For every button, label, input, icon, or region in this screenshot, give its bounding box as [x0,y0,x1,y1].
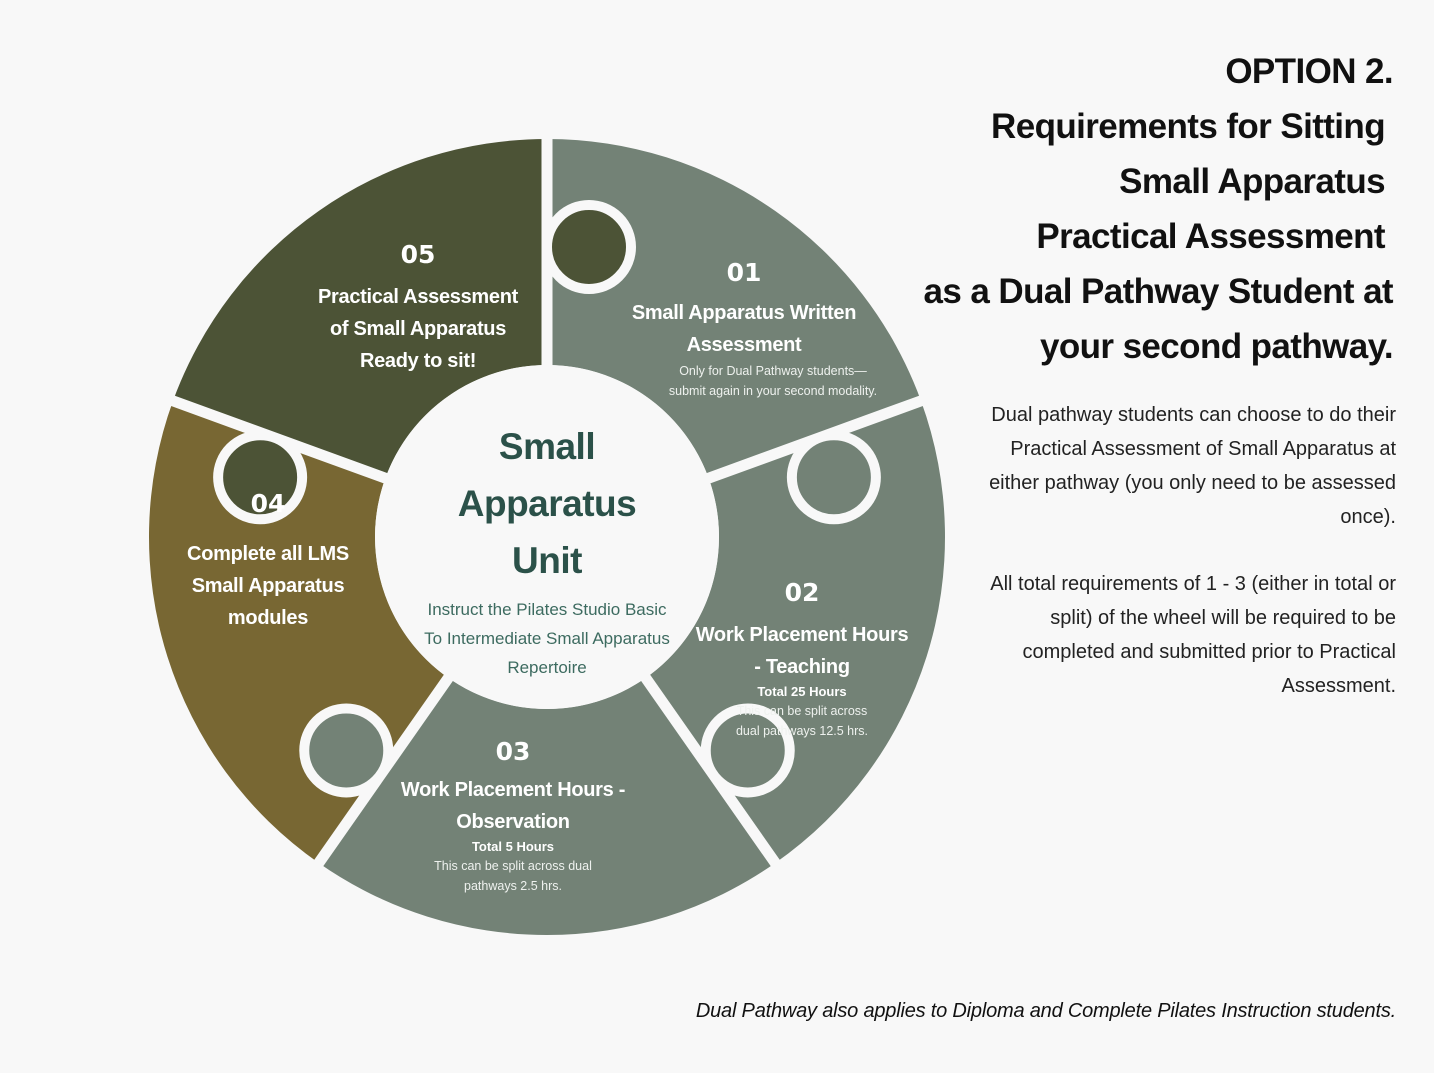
segment-title: Work Placement Hours - [400,779,626,801]
segment-note: This can be split across [736,704,868,718]
segment-note: This can be split across dual [434,859,592,873]
info-paragraph-1: Dual pathway students can choose to do t… [989,404,1396,528]
segment-number: 04 [250,489,286,518]
segment-title: - Teaching [754,656,850,678]
puzzle-knob [700,703,795,798]
segment-number: 05 [400,240,436,269]
heading-line: Practical Assessment [1036,217,1385,256]
segment-01-shape [547,139,921,479]
heading-line: Requirements for Sitting [991,107,1386,146]
segment-title: Work Placement Hours [695,624,909,646]
segment-title: Observation [456,811,570,833]
segment-title: Assessment [686,334,802,356]
segment-title: Practical Assessment [317,286,519,308]
center-circle [375,365,719,709]
puzzle-knob [542,200,636,294]
center-title: Unit [512,540,582,581]
heading-line: your second pathway. [1040,327,1394,366]
segment-03-label: 03 Work Placement Hours - Observation To… [383,737,643,896]
segment-05-label: 05 Practical Assessment of Small Apparat… [298,240,538,377]
segment-03-shape [318,677,776,935]
heading-line: OPTION 2. [1225,52,1393,91]
footnote: Dual Pathway also applies to Diploma and… [695,1000,1396,1022]
center-title: Apparatus [457,483,637,524]
segment-title: of Small Apparatus [329,318,507,340]
puzzle-knob [299,703,394,798]
page-heading: OPTION 2. Requirements for Sitting Small… [923,44,1394,374]
segment-02-label: 02 Work Placement Hours - Teaching Total… [672,578,932,741]
segment-number: 02 [784,578,820,607]
segment-title: Ready to sit! [359,350,477,372]
segment-title: Small Apparatus Written [631,302,857,324]
segment-title: modules [227,607,309,629]
puzzle-knob [786,430,881,525]
segment-note: submit again in your second modality. [668,384,878,398]
center-label: Small Apparatus Unit Instruct the Pilate… [412,418,682,682]
center-subtitle: Instruct the Pilates Studio Basic [427,600,667,619]
segment-title: Small Apparatus [191,575,345,597]
center-title: Small [498,426,596,467]
segment-number: 01 [726,258,762,287]
segment-note: Only for Dual Pathway students— [679,364,867,378]
segment-05-shape [173,139,548,479]
segment-subtitle: Total 25 Hours [757,684,847,699]
heading-line: as a Dual Pathway Student at [923,272,1394,311]
segment-note: dual pathways 12.5 hrs. [735,724,869,738]
center-subtitle: Repertoire [507,658,587,677]
segment-04-label: 04 Complete all LMS Small Apparatus modu… [158,489,378,634]
center-subtitle: To Intermediate Small Apparatus [424,629,670,648]
segment-title: Complete all LMS [187,543,349,565]
heading-line: Small Apparatus [1119,162,1385,201]
info-paragraph-2: All total requirements of 1 - 3 (either … [990,573,1396,697]
segment-subtitle: Total 5 Hours [471,839,555,854]
segment-note: pathways 2.5 hrs. [464,879,562,893]
puzzle-knob [213,430,308,525]
segment-01-label: 01 Small Apparatus Written Assessment On… [594,258,894,401]
segment-number: 03 [495,737,531,766]
